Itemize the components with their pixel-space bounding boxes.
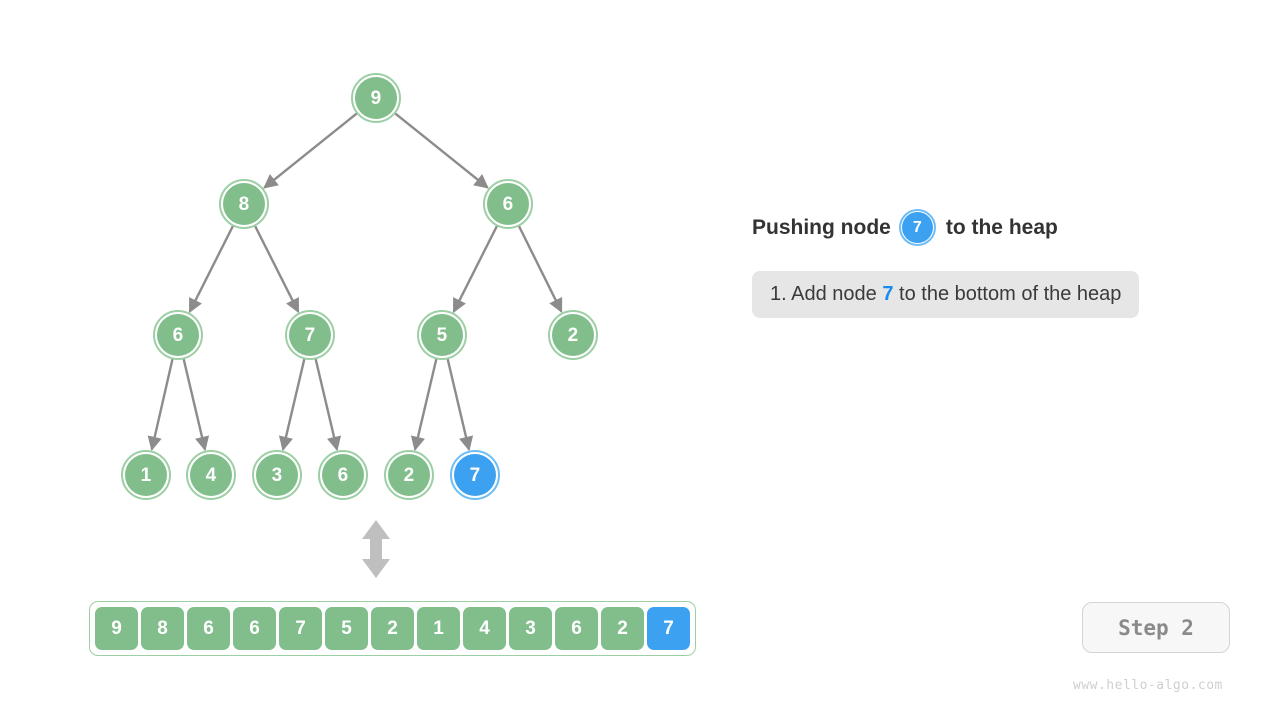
tree-node-ring	[219, 179, 269, 229]
tree-node-value: 4	[205, 464, 217, 486]
tree-edge	[446, 358, 474, 452]
array-cell: 2	[371, 607, 414, 650]
tree-node-ring	[417, 310, 467, 360]
tree-node-value: 6	[502, 193, 514, 215]
tree-node: 6	[153, 310, 203, 360]
tree-node-value: 7	[469, 464, 481, 486]
tree-edge	[188, 224, 235, 314]
tree-node-ring	[548, 310, 598, 360]
array-cell: 7	[647, 607, 690, 650]
tree-edge	[452, 224, 499, 314]
tree-edge	[410, 358, 438, 452]
highlight-node-badge-value: 7	[912, 218, 922, 236]
tree-node-ring	[121, 450, 171, 500]
array-cell: 2	[601, 607, 644, 650]
highlight-node-badge: 7	[898, 209, 936, 246]
tree-edge	[182, 358, 210, 452]
array-cell: 5	[325, 607, 368, 650]
tree-node-ring	[318, 450, 368, 500]
array-cell: 6	[233, 607, 276, 650]
tree-edge	[253, 224, 300, 314]
tree-node: 1	[121, 450, 171, 500]
tree-node-value: 2	[403, 464, 415, 486]
tree-node-ring	[252, 450, 302, 500]
double-arrow-vertical-icon	[362, 520, 390, 578]
step-description-prefix: 1. Add node	[770, 283, 877, 305]
tree-edge	[147, 358, 174, 452]
page-title: Pushing node 7 to the heap	[752, 209, 1222, 246]
tree-edge	[314, 358, 342, 452]
tree-node-value: 6	[337, 464, 349, 486]
array-cell: 8	[141, 607, 184, 650]
tree-node: 2	[548, 310, 598, 360]
step-description: 1. Add node 7 to the bottom of the heap	[752, 271, 1140, 318]
tree-edge	[393, 112, 489, 189]
tree-node: 6	[483, 179, 533, 229]
array-cell: 6	[555, 607, 598, 650]
tree-node: 6	[318, 450, 368, 500]
tree-node: 3	[252, 450, 302, 500]
tree-node-value: 9	[370, 87, 382, 109]
tree-node-value: 3	[271, 464, 283, 486]
tree-edge	[517, 224, 563, 313]
tree-node-ring	[483, 179, 533, 229]
tree-edge	[278, 358, 306, 452]
tree-node-value: 7	[304, 324, 316, 346]
tree-node: 9	[351, 73, 401, 123]
watermark: www.hello-algo.com	[1073, 678, 1223, 693]
headline-prefix: Pushing node	[752, 216, 891, 239]
array-cell: 3	[509, 607, 552, 650]
tree-node: 5	[417, 310, 467, 360]
tree-node: 2	[384, 450, 434, 500]
step-counter-label: Step 2	[1118, 615, 1194, 640]
tree-node-value: 8	[238, 193, 250, 215]
step-description-value: 7	[882, 283, 894, 305]
tree-node: 7	[285, 310, 335, 360]
tree-node: 7	[450, 450, 500, 500]
explanation-panel: Pushing node 7 to the heap 1. Add node 7…	[752, 209, 1222, 318]
tree-node-value: 1	[140, 464, 152, 486]
tree-node-ring	[285, 310, 335, 360]
tree-edge	[263, 112, 359, 189]
step-counter: Step 2	[1082, 602, 1230, 653]
tree-node-ring	[384, 450, 434, 500]
tree-node: 4	[186, 450, 236, 500]
array-cell: 4	[463, 607, 506, 650]
array-cell: 6	[187, 607, 230, 650]
tree-node-ring	[351, 73, 401, 123]
tree-node-value: 5	[436, 324, 448, 346]
step-description-suffix: to the bottom of the heap	[899, 283, 1122, 305]
tree-node-ring	[450, 450, 500, 500]
tree-node-ring	[153, 310, 203, 360]
tree-node-value: 2	[567, 324, 579, 346]
headline-suffix: to the heap	[945, 216, 1058, 239]
array-cell: 9	[95, 607, 138, 650]
tree-node-ring	[186, 450, 236, 500]
array-cell: 7	[279, 607, 322, 650]
array-cell: 1	[417, 607, 460, 650]
tree-node: 8	[219, 179, 269, 229]
tree-node-value: 6	[172, 324, 184, 346]
